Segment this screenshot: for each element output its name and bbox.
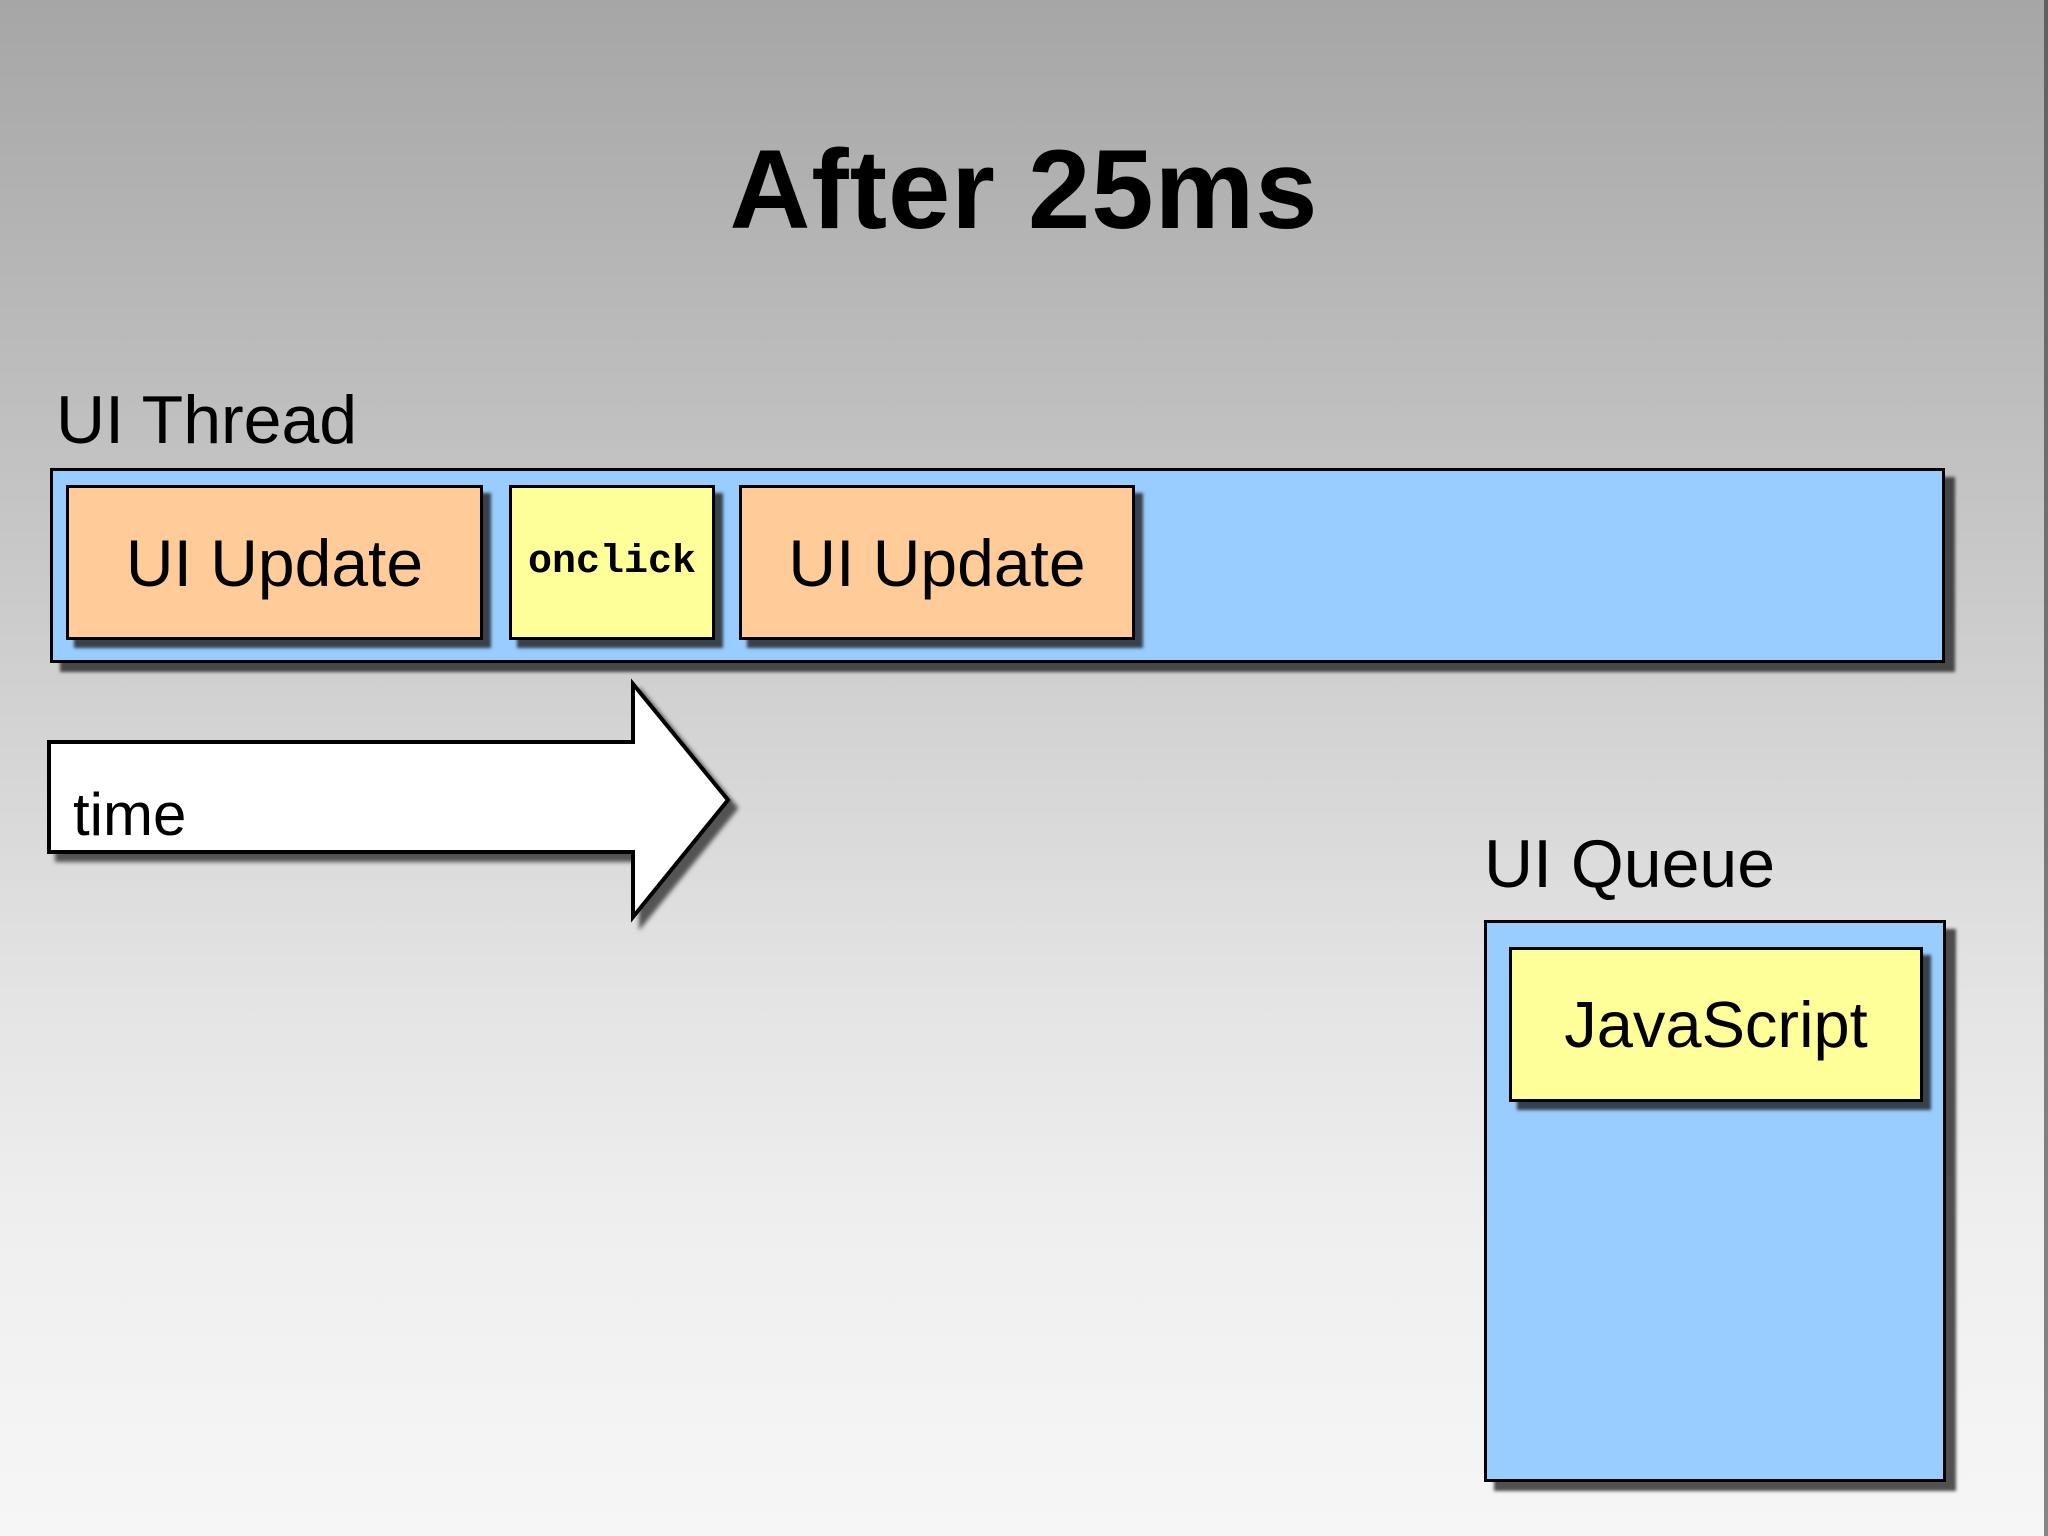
ui-thread-label: UI Thread [56, 382, 358, 458]
javascript-label: JavaScript [1564, 988, 1868, 1061]
ui-update-block-2: UI Update [739, 485, 1135, 640]
time-arrow: time [47, 678, 731, 923]
onclick-label: onclick [527, 539, 697, 585]
ui-queue-label: UI Queue [1484, 826, 1776, 902]
ui-update-label-2: UI Update [788, 525, 1086, 600]
ui-update-block-1: UI Update [66, 485, 483, 640]
ui-queue-box: JavaScript [1484, 920, 1946, 1482]
time-label: time [73, 781, 186, 848]
ui-thread-bar: UI Update onclick UI Update [50, 468, 1945, 663]
ui-update-label-1: UI Update [125, 525, 424, 600]
onclick-block: onclick [509, 485, 715, 640]
javascript-block: JavaScript [1509, 947, 1923, 1102]
time-arrow-shape [47, 678, 731, 923]
slide-title: After 25ms [729, 127, 1319, 252]
screen-edge-artifact [2044, 0, 2048, 1536]
